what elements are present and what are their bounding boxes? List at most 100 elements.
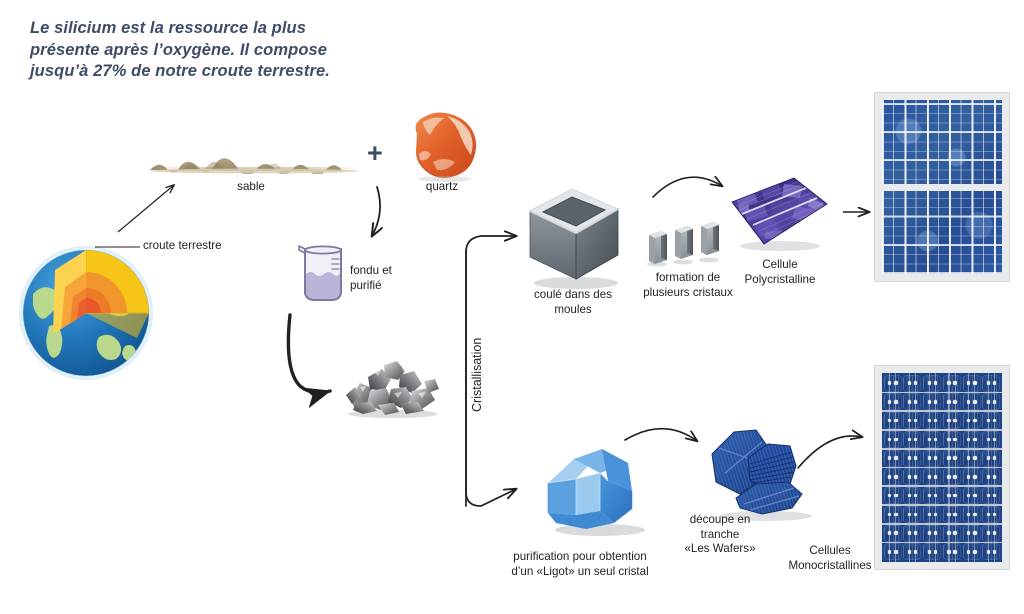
arrow-wafers-to-panel bbox=[797, 436, 862, 469]
busbar-dot bbox=[933, 437, 938, 442]
quartz-rock-icon bbox=[403, 110, 481, 182]
solar-cell bbox=[903, 543, 922, 561]
busbar-dot bbox=[966, 475, 971, 479]
solar-cell bbox=[982, 487, 1001, 505]
monocrystalline-solar-panel-icon bbox=[874, 365, 1010, 570]
busbar-dot bbox=[927, 475, 931, 479]
busbar-dot bbox=[953, 493, 957, 498]
busbar-dot bbox=[986, 550, 991, 554]
busbar-dot bbox=[913, 512, 918, 517]
sable-label: sable bbox=[237, 180, 265, 193]
busbar-dot bbox=[966, 512, 971, 517]
solar-cell bbox=[962, 505, 981, 523]
solar-cell bbox=[883, 449, 902, 467]
solar-cell bbox=[982, 412, 1001, 430]
quartz-label: quartz bbox=[425, 180, 459, 193]
busbar-dot bbox=[927, 400, 931, 404]
busbar-dot bbox=[894, 550, 898, 554]
cell-row-gap bbox=[882, 504, 1002, 506]
busbar-dot bbox=[953, 418, 957, 423]
busbar-dot bbox=[894, 418, 898, 423]
busbar-dot bbox=[992, 456, 997, 460]
busbar-dot bbox=[986, 475, 991, 479]
busbar-dot bbox=[894, 493, 898, 498]
solar-cell bbox=[962, 412, 981, 430]
cellule-polycristalline-label: Cellule Polycristalline bbox=[744, 258, 816, 286]
busbar-dot bbox=[933, 475, 938, 479]
cell-row-gap bbox=[882, 429, 1002, 431]
busbar-dot bbox=[907, 456, 912, 460]
busbar-dot bbox=[986, 418, 991, 423]
busbar-dot bbox=[992, 531, 997, 535]
solar-cell bbox=[883, 374, 902, 392]
solar-cell bbox=[982, 449, 1001, 467]
busbar-dot bbox=[953, 550, 957, 554]
formation-cristaux-label: formation de plusieurs cristaux bbox=[643, 271, 733, 299]
arrow-to-beaker bbox=[372, 186, 380, 236]
busbar-dot bbox=[947, 475, 951, 479]
polycrystalline-solar-panel-icon bbox=[874, 92, 1010, 282]
busbar-dot bbox=[894, 400, 898, 404]
arrow-globe-to-sand bbox=[117, 185, 174, 233]
arrow-ingot-to-wafers bbox=[624, 427, 697, 441]
busbar-dot bbox=[888, 475, 892, 479]
busbar-dot bbox=[992, 493, 997, 498]
solar-cell bbox=[962, 449, 981, 467]
page-title: Le silicium est la ressource la plus pré… bbox=[30, 19, 330, 80]
busbar-dot bbox=[953, 400, 957, 404]
busbar-dot bbox=[966, 418, 971, 423]
busbar-dot bbox=[933, 381, 938, 385]
cristallisation-bracket bbox=[465, 236, 516, 507]
busbar-dot bbox=[894, 381, 898, 385]
solar-cell bbox=[883, 505, 902, 523]
busbar-dot bbox=[973, 381, 977, 385]
busbar-dot bbox=[947, 456, 951, 460]
busbar-dot bbox=[913, 418, 918, 423]
busbar-dot bbox=[986, 400, 991, 404]
busbar-dot bbox=[966, 437, 971, 442]
solar-cell bbox=[903, 468, 922, 486]
busbar-dot bbox=[913, 456, 918, 460]
busbar-dot bbox=[927, 437, 931, 442]
solar-cell bbox=[923, 449, 942, 467]
arrow-crystals-to-polycell bbox=[652, 177, 722, 198]
busbar-dot bbox=[986, 512, 991, 517]
busbar-dot bbox=[992, 400, 997, 404]
busbar-dot bbox=[913, 493, 918, 498]
busbar-dot bbox=[973, 418, 977, 423]
busbar-dot bbox=[913, 550, 918, 554]
busbar-dot bbox=[913, 475, 918, 479]
busbar-dot bbox=[953, 475, 957, 479]
polycrystalline-cell-icon bbox=[724, 172, 834, 257]
silicon-wafers-icon bbox=[692, 420, 827, 530]
plus-sign: + bbox=[367, 138, 383, 168]
solar-cell bbox=[923, 468, 942, 486]
busbar-dot bbox=[888, 512, 892, 517]
solar-cell bbox=[923, 505, 942, 523]
busbar-dot bbox=[966, 381, 971, 385]
busbar-dot bbox=[907, 381, 912, 385]
busbar-dot bbox=[966, 531, 971, 535]
earth-cutaway-icon bbox=[15, 242, 157, 384]
solar-cell bbox=[962, 524, 981, 542]
solar-cell bbox=[903, 393, 922, 411]
solar-cell bbox=[942, 524, 961, 542]
crystal-blocks-icon bbox=[645, 215, 727, 270]
busbar-dot bbox=[992, 550, 997, 554]
solar-cell bbox=[903, 374, 922, 392]
solar-cell bbox=[982, 543, 1001, 561]
solar-cell bbox=[982, 430, 1001, 448]
solar-cell bbox=[923, 374, 942, 392]
busbar-dot bbox=[947, 437, 951, 442]
busbar-dot bbox=[927, 550, 931, 554]
solar-cell bbox=[883, 393, 902, 411]
solar-cell bbox=[923, 543, 942, 561]
solar-cell bbox=[883, 468, 902, 486]
busbar-dot bbox=[894, 437, 898, 442]
busbar-dot bbox=[973, 437, 977, 442]
busbar-dot bbox=[933, 400, 938, 404]
busbar-dot bbox=[947, 493, 951, 498]
cell-row-gap bbox=[882, 485, 1002, 488]
busbar-dot bbox=[907, 531, 912, 535]
